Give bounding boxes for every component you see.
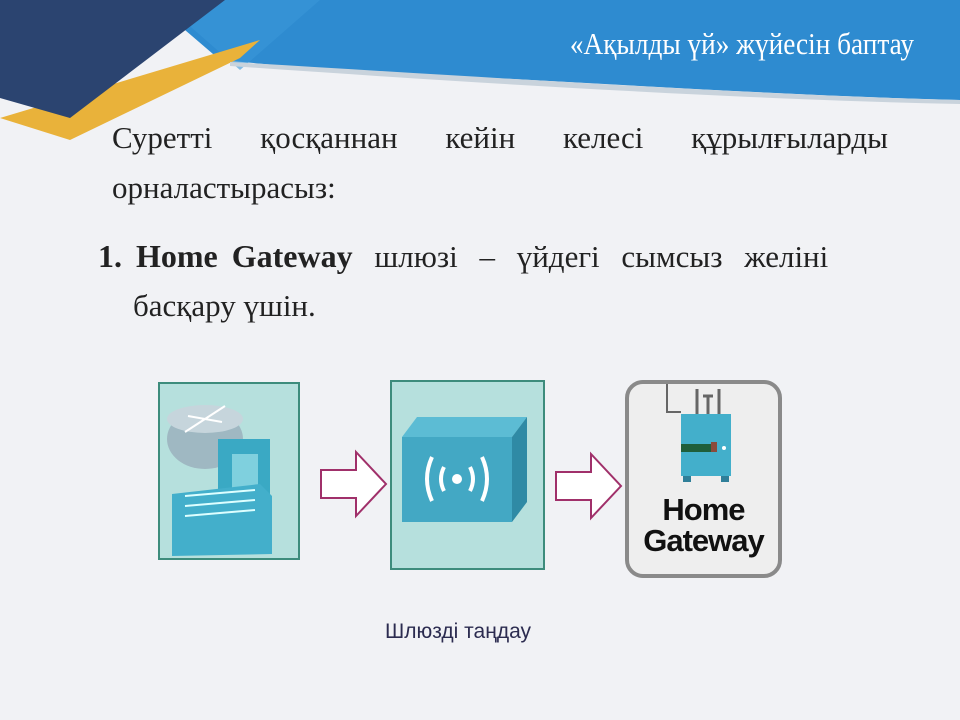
router-switch-icon xyxy=(158,382,300,560)
list-item-1: 1. Home Gateway шлюзі – үйдегі сымсыз же… xyxy=(98,238,828,275)
home-gateway-device-button[interactable]: Home Gateway xyxy=(625,380,782,578)
list-item-1-bold: 1. Home Gateway xyxy=(98,238,353,274)
figure-caption: Шлюзді таңдау xyxy=(385,620,532,643)
arrow-right-icon xyxy=(555,451,623,521)
paragraph-line-2: орналастырасыз: xyxy=(112,170,336,205)
paragraph-line-1: Суретті қосқаннан кейін келесі құрылғыла… xyxy=(112,120,888,155)
gateway-label-line-2: Gateway xyxy=(643,523,765,558)
gateway-label-line-1: Home xyxy=(662,492,745,527)
list-item-1-text: шлюзі – үйдегі сымсыз желіні xyxy=(352,239,829,274)
slide-title: «Ақылды үй» жүйесін баптау xyxy=(569,26,914,61)
arrow-right-icon xyxy=(320,449,388,519)
home-gateway-icon xyxy=(666,384,731,482)
wireless-device-icon xyxy=(390,380,545,570)
list-item-1-line-2: басқару үшін. xyxy=(133,288,316,323)
